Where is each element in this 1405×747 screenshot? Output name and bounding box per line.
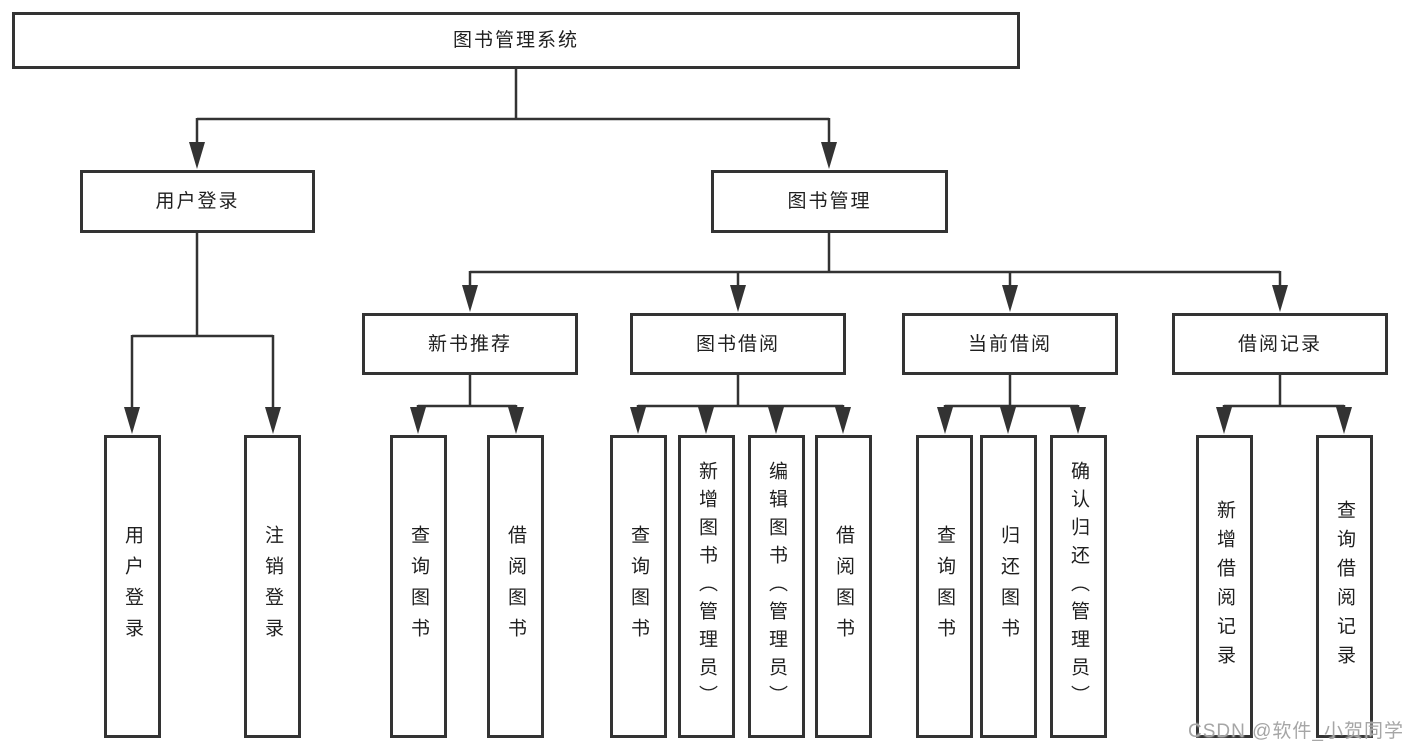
leaf-add-books-admin: 新增图书（管理员） xyxy=(678,435,735,738)
leaf-user-login: 用户登录 xyxy=(104,435,161,738)
node-book-management: 图书管理 xyxy=(711,170,948,233)
leaf-borrow-books-borrowing-label: 借阅图书 xyxy=(833,524,854,649)
leaf-return-books: 归还图书 xyxy=(980,435,1037,738)
leaf-add-books-admin-label: 新增图书（管理员） xyxy=(696,460,717,713)
leaf-query-books-current: 查询图书 xyxy=(916,435,973,738)
leaf-query-books-recommend-label: 查询图书 xyxy=(408,524,429,649)
node-current-borrowing: 当前借阅 xyxy=(902,313,1118,375)
leaf-edit-books-admin-label: 编辑图书（管理员） xyxy=(766,460,787,713)
leaf-borrow-books-borrowing: 借阅图书 xyxy=(815,435,872,738)
leaf-edit-books-admin: 编辑图书（管理员） xyxy=(748,435,805,738)
node-book-borrowing: 图书借阅 xyxy=(630,313,846,375)
leaf-logout: 注销登录 xyxy=(244,435,301,738)
leaf-return-books-label: 归还图书 xyxy=(998,524,1019,649)
leaf-add-borrow-record-label: 新增借阅记录 xyxy=(1214,499,1235,674)
leaf-query-books-borrowing: 查询图书 xyxy=(610,435,667,738)
leaf-user-login-label: 用户登录 xyxy=(122,524,143,649)
leaf-confirm-return-admin: 确认归还（管理员） xyxy=(1050,435,1107,738)
watermark: CSDN @软件_小贺同学 xyxy=(1188,721,1404,742)
leaf-query-books-current-label: 查询图书 xyxy=(934,524,955,649)
leaf-query-borrow-record-label: 查询借阅记录 xyxy=(1334,499,1355,674)
leaf-query-books-recommend: 查询图书 xyxy=(390,435,447,738)
leaf-query-borrow-record: 查询借阅记录 xyxy=(1316,435,1373,738)
leaf-confirm-return-admin-label: 确认归还（管理员） xyxy=(1068,460,1089,713)
node-borrowing-records: 借阅记录 xyxy=(1172,313,1388,375)
leaf-borrow-books-recommend-label: 借阅图书 xyxy=(505,524,526,649)
leaf-logout-label: 注销登录 xyxy=(262,524,283,649)
leaf-query-books-borrowing-label: 查询图书 xyxy=(628,524,649,649)
node-user-login: 用户登录 xyxy=(80,170,315,233)
leaf-borrow-books-recommend: 借阅图书 xyxy=(487,435,544,738)
node-root: 图书管理系统 xyxy=(12,12,1020,69)
node-new-book-recommend: 新书推荐 xyxy=(362,313,578,375)
leaf-add-borrow-record: 新增借阅记录 xyxy=(1196,435,1253,738)
